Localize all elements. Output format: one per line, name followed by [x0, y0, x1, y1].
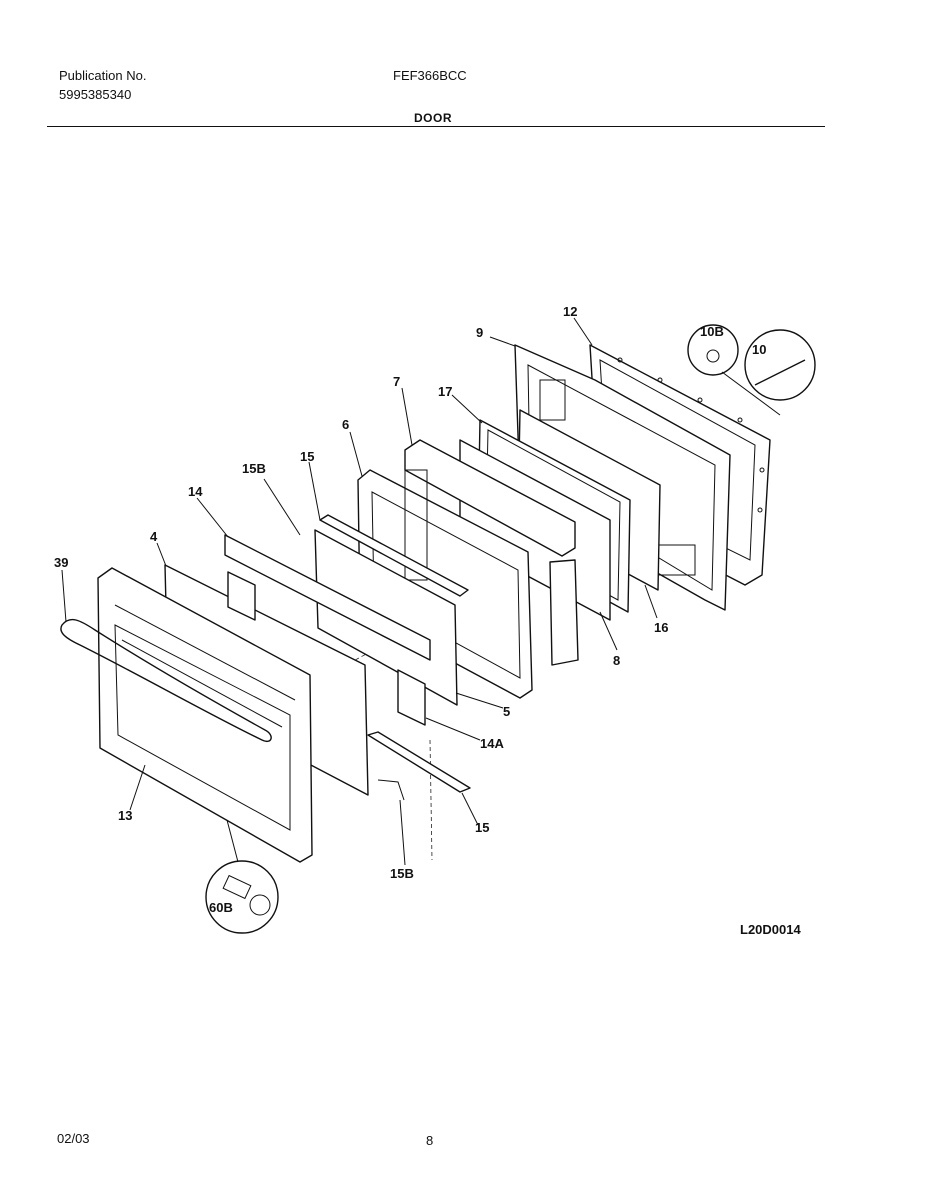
callout-15-top: 15: [300, 449, 314, 464]
publication-number: 5995385340: [59, 87, 132, 102]
callout-14A: 14A: [480, 736, 504, 751]
section-title: DOOR: [414, 111, 452, 125]
callout-6: 6: [342, 417, 349, 432]
callout-labels: 12 9 10B 10 7 17 6 15 15B 14 4 39 16 8 5…: [54, 304, 766, 915]
callout-39: 39: [54, 555, 68, 570]
callout-10: 10: [752, 342, 766, 357]
part-10-screw-detail: [744, 329, 816, 401]
leader-lines: [61, 317, 658, 866]
callout-15B-top: 15B: [242, 461, 266, 476]
part-60B-screw-detail: [205, 860, 279, 934]
callout-13: 13: [118, 808, 132, 823]
callout-5: 5: [503, 704, 510, 719]
part-14A-patch: [397, 669, 426, 726]
callout-17: 17: [438, 384, 452, 399]
callout-14: 14: [188, 484, 203, 499]
part-39-handle: [60, 618, 272, 742]
callout-12: 12: [563, 304, 577, 319]
callout-7: 7: [393, 374, 400, 389]
model-number: FEF366BCC: [393, 68, 467, 83]
footer-date: 02/03: [57, 1131, 90, 1146]
drawing-code: L20D0014: [740, 922, 801, 937]
part-15-top-strip: [319, 514, 469, 597]
part-7-insulation: [404, 439, 579, 666]
callout-16: 16: [654, 620, 668, 635]
page-number: 8: [426, 1133, 434, 1148]
callout-4: 4: [150, 529, 158, 544]
callout-8: 8: [613, 653, 620, 668]
part-15-bottom-strip: [367, 731, 471, 801]
callout-9: 9: [476, 325, 483, 340]
callout-10B: 10B: [700, 324, 724, 339]
part-13-outer-door: [97, 567, 313, 863]
callout-15B-bottom: 15B: [390, 866, 414, 881]
part-14-insulation: [224, 534, 431, 661]
header-rule: [47, 126, 825, 127]
callout-15-bottom: 15: [475, 820, 489, 835]
part-10B-washer-detail: [687, 324, 739, 376]
publication-label: Publication No.: [59, 68, 147, 83]
callout-60B: 60B: [209, 900, 233, 915]
